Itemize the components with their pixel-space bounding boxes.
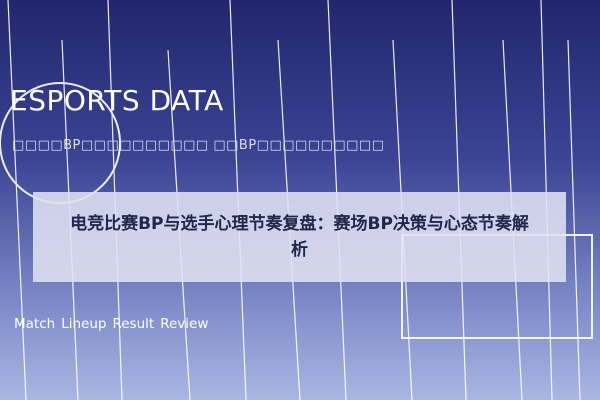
nav-item-review[interactable]: Review [160,316,209,332]
decor-line [7,0,27,400]
brand-subtitle: □□□□BP□□□□□□□□□□ □□BP□□□□□□□□□□ [12,138,385,153]
nav-item-match[interactable]: Match [14,316,56,332]
brand-title: ESPORTS DATA [10,84,224,117]
nav-item-result[interactable]: Result [112,316,155,332]
decor-line [567,39,581,400]
article-title: 电竞比赛BP与选手心理节奏复盘：赛场BP决策与心态节奏解析 [70,214,529,260]
tag-nav: Match Lineup Result Review [14,316,208,332]
nav-item-lineup[interactable]: Lineup [61,316,107,332]
title-banner: 电竞比赛BP与选手心理节奏复盘：赛场BP决策与心态节奏解析 [33,192,566,282]
